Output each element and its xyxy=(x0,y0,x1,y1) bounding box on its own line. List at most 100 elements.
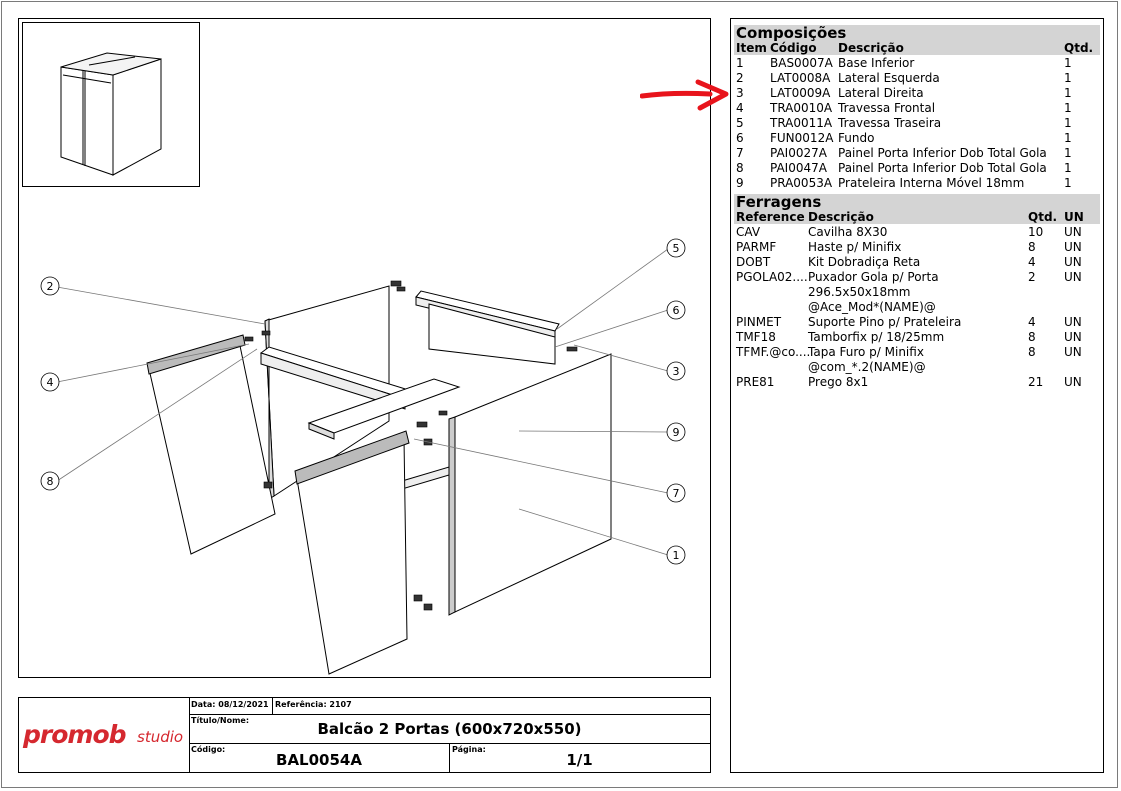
col-descricao: Descrição xyxy=(808,210,874,224)
composicoes-heading: Composições xyxy=(734,25,1100,41)
cell-qtd: 1 xyxy=(1064,146,1072,160)
cell-un: UN xyxy=(1064,270,1082,284)
code-label: Código: xyxy=(191,745,226,754)
cell-item: 7 xyxy=(736,146,744,160)
cell-descricao: Base Inferior xyxy=(838,56,915,70)
callout-1-circle xyxy=(666,545,686,565)
col-codigo: Código xyxy=(770,41,817,55)
cell-qtd: 4 xyxy=(1028,255,1036,269)
cell-reference: TMF18 xyxy=(736,330,776,344)
cell-item: 4 xyxy=(736,101,744,115)
page-number: 1/1 xyxy=(566,751,593,769)
cell-descricao: Painel Porta Inferior Dob Total Gola xyxy=(838,161,1047,175)
cell-qtd: 1 xyxy=(1064,71,1072,85)
cell-un: UN xyxy=(1064,315,1082,329)
document-title: Balcão 2 Portas (600x720x550) xyxy=(317,720,582,738)
cell-descricao: 296.5x50x18mm xyxy=(808,285,911,299)
col-qtd: Qtd. xyxy=(1028,210,1058,224)
cell-descricao: Kit Dobradiça Reta xyxy=(808,255,921,269)
callout-4-circle xyxy=(40,372,60,392)
title-label: Título/Nome: xyxy=(191,716,250,725)
callout-9-circle xyxy=(666,422,686,442)
callout-6-circle xyxy=(666,300,686,320)
cell-qtd: 8 xyxy=(1028,345,1036,359)
callout-label: 2 xyxy=(47,280,54,293)
promob-logo: promob studio xyxy=(19,698,190,772)
title-block-row-date: Data: 08/12/2021 Referência: 2107 xyxy=(189,698,710,715)
col-un: UN xyxy=(1064,210,1084,224)
composicoes-column-headers: Item Código Descrição Qtd. xyxy=(734,41,1100,55)
cell-codigo: BAS0007A xyxy=(770,56,833,70)
cell-qtd: 2 xyxy=(1028,270,1036,284)
cell-descricao: Cavilha 8X30 xyxy=(808,225,888,239)
cell-descricao: Lateral Esquerda xyxy=(838,71,940,85)
cell-qtd: 1 xyxy=(1064,86,1072,100)
cell-descricao: Fundo xyxy=(838,131,875,145)
cell-reference: TFMF.@co.... xyxy=(736,345,811,359)
cell-reference: CAV xyxy=(736,225,761,239)
cell-qtd: 8 xyxy=(1028,330,1036,344)
reference-label: Referência: 2107 xyxy=(275,700,352,709)
cell-descricao: Suporte Pino p/ Prateleira xyxy=(808,315,962,329)
cell-qtd: 4 xyxy=(1028,315,1036,329)
callout-label: 4 xyxy=(47,376,54,389)
cell-item: 5 xyxy=(736,116,744,130)
cell-item: 3 xyxy=(736,86,744,100)
cell-descricao: Prateleira Interna Móvel 18mm xyxy=(838,176,1025,190)
cell-item: 2 xyxy=(736,71,744,85)
cell-qtd: 1 xyxy=(1064,176,1072,190)
title-block: promob studio Data: 08/12/2021 Referênci… xyxy=(18,697,711,773)
callout-7-circle xyxy=(666,483,686,503)
cabinet-thumbnail-svg xyxy=(60,52,162,176)
cabinet-thumbnail xyxy=(22,22,200,187)
cell-qtd: 1 xyxy=(1064,101,1072,115)
callout-label: 5 xyxy=(673,242,680,255)
date-label: Data: 08/12/2021 xyxy=(191,700,269,709)
cell-descricao: Painel Porta Inferior Dob Total Gola xyxy=(838,146,1047,160)
cell-qtd: 1 xyxy=(1064,116,1072,130)
cell-un: UN xyxy=(1064,255,1082,269)
cell-descricao: @com_*.2(NAME)@ xyxy=(808,360,926,374)
cell-qtd: 1 xyxy=(1064,131,1072,145)
cell-qtd: 1 xyxy=(1064,161,1072,175)
logo-text: promob xyxy=(23,720,127,749)
cell-un: UN xyxy=(1064,330,1082,344)
cell-item: 6 xyxy=(736,131,744,145)
cell-descricao: Tapa Furo p/ Minifix xyxy=(808,345,924,359)
callout-label: 3 xyxy=(673,365,680,378)
col-descricao: Descrição xyxy=(838,41,904,55)
ferragem-row: TFMF.@co....Tapa Furo p/ Minifix@com_*.2… xyxy=(734,345,1100,375)
callout-label: 9 xyxy=(673,426,680,439)
cell-descricao: Lateral Direita xyxy=(838,86,924,100)
cell-codigo: PAI0027A xyxy=(770,146,827,160)
red-arrow-icon xyxy=(640,79,729,111)
ferragens-heading: Ferragens xyxy=(734,194,1100,210)
cell-codigo: PRA0053A xyxy=(770,176,833,190)
cell-reference: PINMET xyxy=(736,315,782,329)
cell-codigo: FUN0012A xyxy=(770,131,834,145)
cell-codigo: LAT0009A xyxy=(770,86,831,100)
title-block-row-title: Título/Nome: Balcão 2 Portas (600x720x55… xyxy=(189,714,710,744)
col-qtd: Qtd. xyxy=(1064,41,1094,55)
cell-qtd: 1 xyxy=(1064,56,1072,70)
cell-descricao: Puxador Gola p/ Porta xyxy=(808,270,939,284)
callout-3-circle xyxy=(666,361,686,381)
ferragem-row: PINMET Suporte Pino p/ Prateleira 4 UN xyxy=(734,315,1100,330)
document-code: BAL0054A xyxy=(276,751,362,769)
exploded-view-drawing: 2 5 6 3 4 9 8 7 1 xyxy=(18,18,711,678)
cell-reference: PRE81 xyxy=(736,375,775,389)
cell-item: 9 xyxy=(736,176,744,190)
callout-2-circle xyxy=(40,276,60,296)
logo-subtext: studio xyxy=(137,728,184,746)
panel-fundo xyxy=(428,303,556,365)
cell-codigo: PAI0047A xyxy=(770,161,827,175)
cell-descricao: Haste p/ Minifix xyxy=(808,240,902,254)
cell-un: UN xyxy=(1064,225,1082,239)
callout-label: 7 xyxy=(673,487,680,500)
cell-qtd: 21 xyxy=(1028,375,1044,389)
